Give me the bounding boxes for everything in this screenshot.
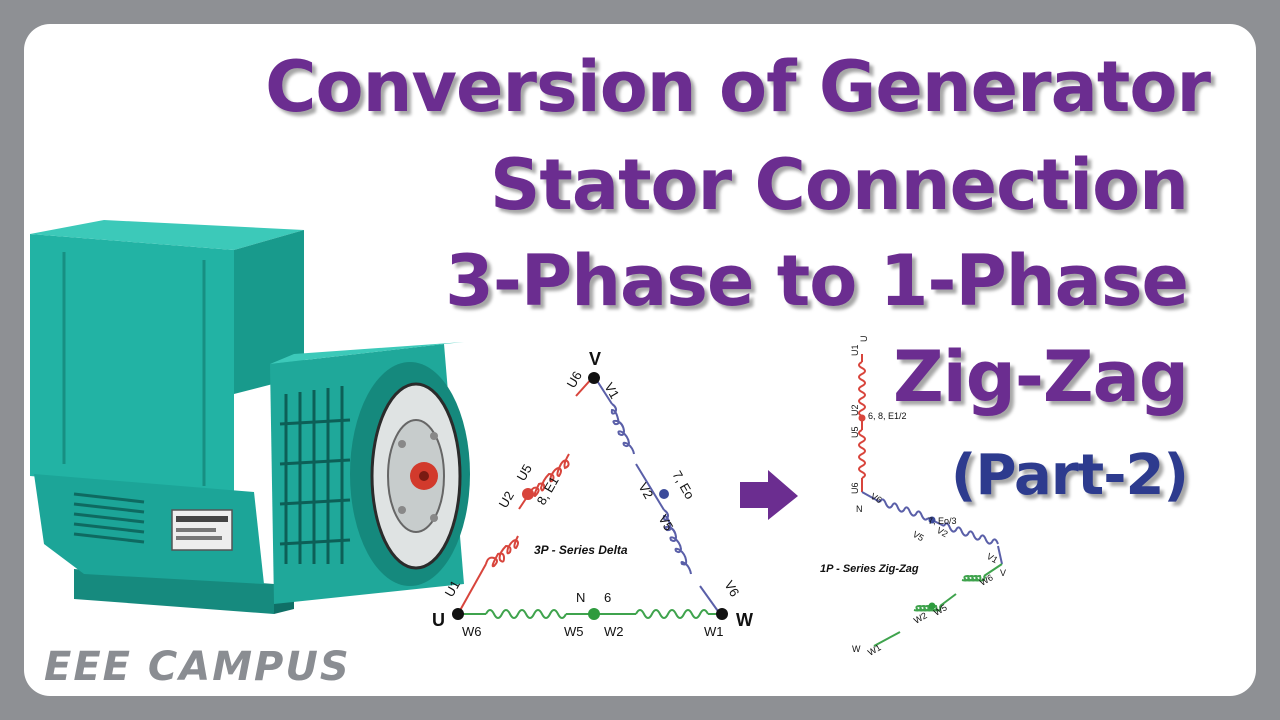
zz-label-v: V xyxy=(1000,568,1006,578)
zz-coil-v-right xyxy=(943,522,999,545)
zz-label-e12: 6, 8, E1/2 xyxy=(868,411,907,421)
conversion-arrow-icon xyxy=(740,470,798,520)
coil-u-lower xyxy=(485,535,519,568)
zz-label-v1: V1 xyxy=(985,551,1000,565)
thumbnail-card: V U W U6 V1 U5 U2 8, E1 7, Eo V2 V5 V6 U… xyxy=(24,24,1256,696)
generator-image xyxy=(30,220,470,614)
coil-w-right xyxy=(635,609,709,619)
zz-label-u: U xyxy=(859,336,869,343)
zz-label-eo3: 7, Eo/3 xyxy=(928,516,957,526)
vertex-w-label: W xyxy=(736,610,753,630)
title-line-3: 3-Phase to 1-Phase xyxy=(445,240,1189,322)
label-u5: U5 xyxy=(514,462,535,484)
label-w6: W6 xyxy=(462,624,482,639)
coil-v-lower xyxy=(662,509,692,575)
label-u1: U1 xyxy=(442,578,463,600)
zz-node-e12 xyxy=(858,414,866,422)
zz-coil-u-upper xyxy=(858,361,866,417)
title-line-1: Conversion of Generator xyxy=(265,46,1211,128)
label-w2: W2 xyxy=(604,624,624,639)
zz-label-w: W xyxy=(852,644,861,654)
label-n: N xyxy=(576,590,585,605)
coil-w-left xyxy=(485,609,567,619)
zz-label-u2: U2 xyxy=(850,404,860,416)
label-w1: W1 xyxy=(704,624,724,639)
node-w xyxy=(716,608,728,620)
label-v2: V2 xyxy=(635,480,656,501)
diagram-canvas: V U W U6 V1 U5 U2 8, E1 7, Eo V2 V5 V6 U… xyxy=(30,220,1006,658)
zz-label-w6: W6 xyxy=(978,572,995,587)
zigzag-diagram: U U1 U2 6, 8, E1/2 U5 U6 V6 N 7, Eo/3 V5… xyxy=(820,336,1006,658)
label-6: 6 xyxy=(604,590,611,605)
vertex-v-label: V xyxy=(589,349,601,369)
brand-logo-text: EEE CAMPUS xyxy=(44,644,351,690)
zz-coil-v-left xyxy=(879,498,929,521)
coil-u-upper xyxy=(528,453,570,498)
label-w5: W5 xyxy=(564,624,584,639)
zz-coil-w-upper xyxy=(961,574,986,582)
label-u2: U2 xyxy=(496,489,517,511)
part-label: (Part-2) xyxy=(950,443,1189,508)
zz-label-u6: U6 xyxy=(850,482,860,494)
vertex-u-label: U xyxy=(432,610,445,630)
title-line-4: Zig-Zag xyxy=(892,336,1189,418)
node-n xyxy=(588,608,600,620)
delta-caption: 3P - Series Delta xyxy=(534,543,628,557)
zz-label-v2: V2 xyxy=(935,525,950,539)
node-eo xyxy=(659,489,669,499)
zigzag-caption: 1P - Series Zig-Zag xyxy=(820,563,919,575)
zz-label-n: N xyxy=(856,504,863,514)
node-u xyxy=(452,608,464,620)
zz-node-w xyxy=(928,602,936,610)
delta-diagram: V U W U6 V1 U5 U2 8, E1 7, Eo V2 V5 V6 U… xyxy=(432,349,753,639)
zz-label-v5: V5 xyxy=(911,529,926,543)
zz-node-eo3 xyxy=(928,516,936,524)
label-v5: V5 xyxy=(655,512,676,533)
coil-v-upper xyxy=(610,403,635,455)
zz-label-u5: U5 xyxy=(850,426,860,438)
zz-label-w2: W2 xyxy=(912,610,929,625)
label-eo: 7, Eo xyxy=(669,468,697,502)
node-e1 xyxy=(522,488,534,500)
label-u6: U6 xyxy=(564,369,585,391)
zz-label-w1: W1 xyxy=(866,642,883,657)
zz-label-u1: U1 xyxy=(850,344,860,356)
zz-label-v6: V6 xyxy=(869,491,884,505)
title-line-2: Stator Connection xyxy=(489,144,1189,226)
zz-coil-u-lower xyxy=(858,429,866,479)
label-v6: V6 xyxy=(721,578,742,599)
node-v xyxy=(588,372,600,384)
label-v1: V1 xyxy=(601,380,622,401)
